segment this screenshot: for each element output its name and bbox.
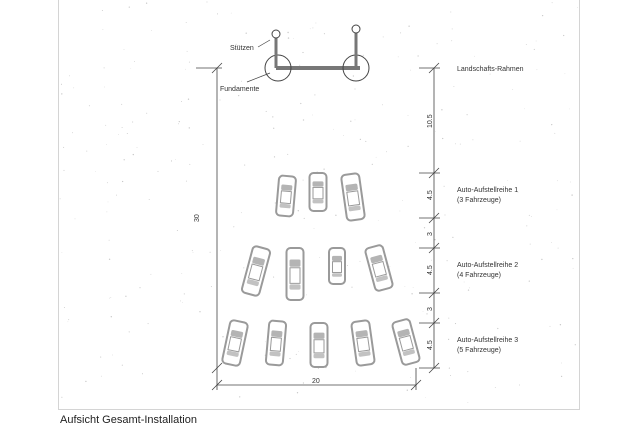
label-stuetzen: Stützen [230, 45, 254, 52]
landscape-frame-structure [246, 24, 370, 83]
car-rows [221, 172, 421, 368]
car-row2-1 [240, 245, 272, 297]
label-row3-title: Auto-Aufstellreihe 3 [457, 337, 518, 344]
segment-label-2: 4.5 [427, 190, 434, 200]
segment-label-4: 4.5 [427, 265, 434, 275]
label-row1-title: Auto-Aufstellreihe 1 [457, 187, 518, 194]
label-row1-count: (3 Fahrzeuge) [457, 197, 501, 204]
column-top-right [351, 24, 361, 34]
car-row3-5 [391, 318, 421, 366]
car-row2-2 [285, 247, 305, 301]
segment-label-5: 3 [427, 307, 434, 311]
car-row1-3 [340, 172, 366, 222]
column-top-left [271, 29, 281, 39]
dimension-depth-label: 30 [194, 214, 201, 222]
segment-label-6: 4.5 [427, 340, 434, 350]
car-row3-2 [264, 319, 288, 367]
label-row2-count: (4 Fahrzeuge) [457, 272, 501, 279]
leader-fundamente [246, 72, 271, 83]
car-row1-1 [275, 174, 297, 218]
segment-label-1: 10.5 [427, 114, 434, 128]
segment-label-3: 3 [427, 232, 434, 236]
leader-stuetzen [257, 39, 271, 48]
car-row1-2 [308, 172, 328, 212]
car-row3-1 [221, 319, 249, 367]
dimension-chain-right [419, 62, 440, 374]
foundation-left [264, 54, 292, 82]
label-row3-count: (5 Fahrzeuge) [457, 347, 501, 354]
label-row2-title: Auto-Aufstellreihe 2 [457, 262, 518, 269]
dimension-width [211, 368, 422, 391]
label-landscape-frame: Landschafts-Rahmen [457, 66, 524, 73]
car-row2-3 [328, 247, 346, 285]
dimension-width-label: 20 [312, 378, 320, 385]
car-row2-4 [364, 244, 394, 292]
label-fundamente: Fundamente [220, 86, 259, 93]
car-row3-3 [309, 322, 329, 368]
car-row3-4 [350, 319, 376, 367]
figure-caption: Aufsicht Gesamt-Installation [60, 414, 197, 426]
